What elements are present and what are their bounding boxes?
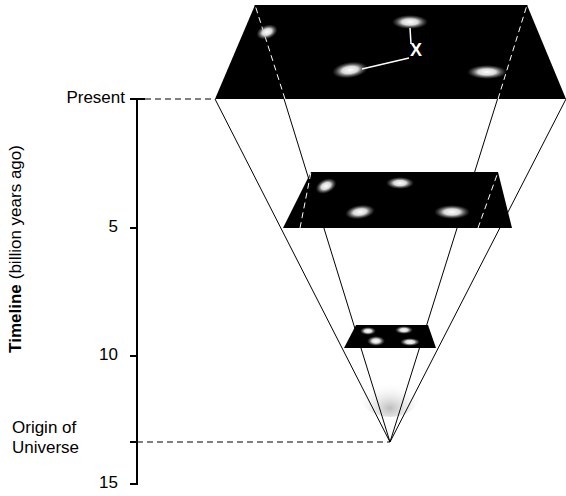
origin-glow (360, 373, 420, 417)
tick-number: 15 (99, 473, 118, 493)
space-plane (283, 172, 512, 228)
leader-line (362, 28, 411, 69)
dashed-guide (137, 99, 390, 442)
cone-lines (215, 5, 566, 442)
axis-title-part: Timeline (6, 284, 25, 353)
time-label: Origin of Universe (12, 418, 107, 459)
tick-number: 5 (109, 217, 118, 237)
space-plane (215, 5, 566, 99)
axis-title-part: (billion years ago) (6, 145, 25, 279)
galaxy (254, 15, 507, 346)
callout-letter: X (410, 40, 422, 62)
space-plane (344, 325, 436, 348)
timeline-axis (130, 99, 145, 485)
dashed-cone-line (255, 5, 527, 228)
axis-title: Timeline (billion years ago) (5, 99, 27, 399)
tick-number: 10 (99, 345, 118, 365)
time-label: Present (66, 88, 125, 108)
